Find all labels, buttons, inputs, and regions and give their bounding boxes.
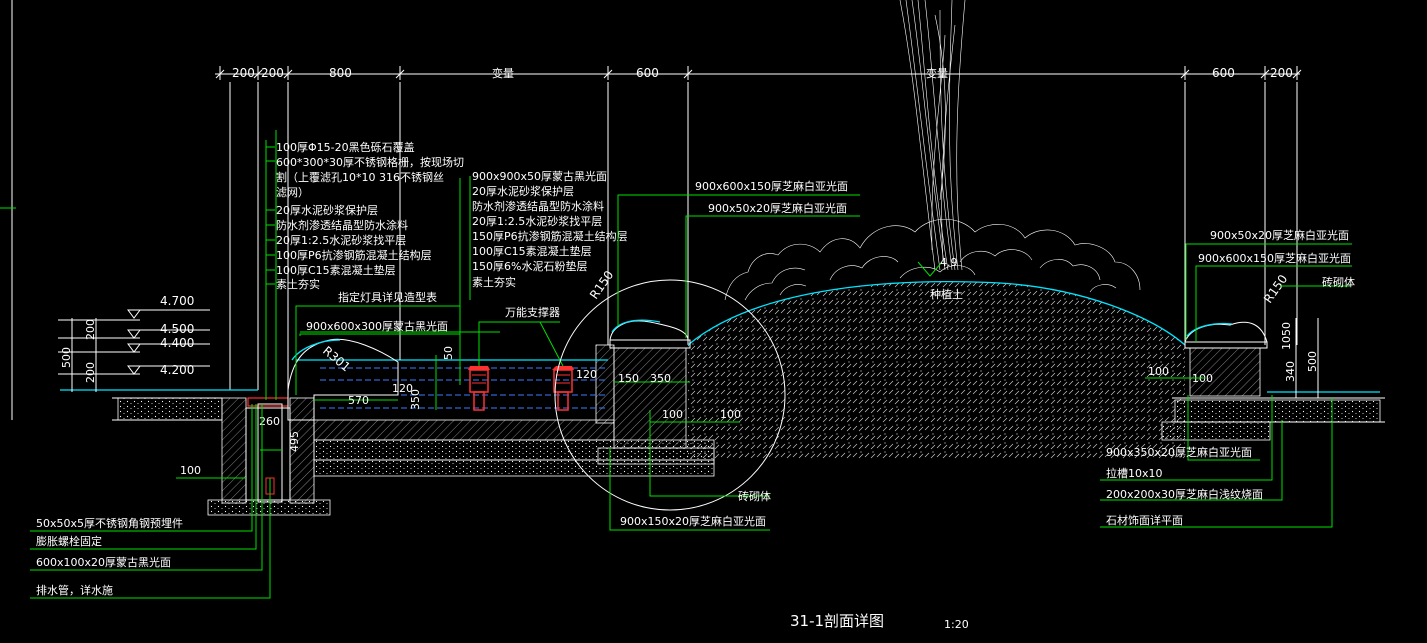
masonry-label-center: 砖砌体 — [738, 489, 771, 503]
planting-mound: 4.9 种植土 — [687, 256, 1186, 460]
dim-350-wall: 350 — [650, 372, 671, 385]
center-layer-1: 900x900x50厚蒙古黑光面 — [472, 169, 607, 183]
pedestal-leaders — [478, 321, 564, 367]
dim-150: 150 — [618, 372, 639, 385]
vdim-500: 500 — [60, 347, 73, 368]
left-ground: 4.700 4.500 4.400 4.200 500 200 200 — [58, 294, 258, 421]
wall-cap-labels: 900x600x150厚芝麻白亚光面 900x50x20厚芝麻白亚光面 — [617, 179, 860, 338]
left-layer-6: 防水剂渗透结晶型防水涂料 — [276, 218, 408, 232]
dim-100-left: 100 — [180, 464, 201, 477]
dim-100-wall-b: 100 — [720, 408, 741, 421]
far-right-note-3: 200x200x30厚芝麻白浅纹烧面 — [1106, 487, 1263, 501]
dim-600-b: 600 — [1212, 66, 1235, 80]
dim-variable-a: 变量 — [492, 66, 514, 80]
dim-570: 570 — [348, 394, 369, 407]
far-right-masonry: 砖砌体 — [1322, 275, 1355, 289]
elevation-4-400: 4.400 — [160, 336, 194, 350]
wall-face-label: 900x50x20厚芝麻白亚光面 — [708, 201, 847, 215]
vdim-340: 340 — [1284, 361, 1297, 382]
mound-soil-label: 种植土 — [930, 287, 963, 301]
radius-r301: R301 — [320, 344, 353, 375]
tree-trunk — [899, 0, 966, 271]
drawing-scale: 1:20 — [944, 618, 969, 631]
bottom-note-2: 膨胀螺栓固定 — [36, 534, 102, 548]
center-layer-4: 20厚1:2.5水泥砂浆找平层 — [472, 214, 602, 228]
left-layer-5: 20厚水泥砂浆保护层 — [276, 203, 378, 217]
dim-800: 800 — [329, 66, 352, 80]
dim-120-a: 120 — [392, 382, 413, 395]
vdim-200-b: 200 — [84, 362, 97, 383]
left-layer-9: 100厚C15素混凝土垫层 — [276, 263, 396, 277]
drain-channel: 260 495 100 — [176, 397, 331, 518]
far-right-cap-label: 900x600x150厚芝麻白亚光面 — [1198, 251, 1351, 265]
dim-495: 495 — [288, 431, 301, 452]
shrub-mass — [724, 219, 1141, 301]
bottom-note-1: 50x50x5厚不锈钢角钢预埋件 — [36, 517, 183, 530]
far-right-note-1: 900x350x20厚芝麻白亚光面 — [1106, 445, 1252, 459]
center-layer-8: 素土夯实 — [472, 275, 516, 289]
bottom-note-4: 排水管，详水施 — [36, 583, 113, 597]
dim-100-right-a: 100 — [1148, 365, 1169, 378]
left-layer-8: 100厚P6抗渗钢筋混凝土结构层 — [276, 248, 432, 262]
wall-base-label: 900x150x20厚芝麻白亚光面 — [620, 514, 766, 528]
drawing-title-text: 31-1剖面详图 — [790, 612, 884, 630]
dim-200-b: 200 — [261, 66, 284, 80]
dim-120-b: 120 — [576, 368, 597, 381]
dim-200-c: 200 — [1270, 66, 1293, 80]
far-right-note-2: 拉槽10x10 — [1106, 466, 1163, 480]
elevation-4-200: 4.200 — [160, 363, 194, 377]
vdim-200-a: 200 — [84, 319, 97, 340]
elevation-4-700: 4.700 — [160, 294, 194, 308]
center-layer-6: 100厚C15素混凝土垫层 — [472, 244, 592, 258]
radius-r150-left: R150 — [587, 268, 616, 302]
coping-label: 900x600x300厚蒙古黑光面 — [299, 319, 460, 336]
adjustable-pedestal-1 — [468, 366, 490, 411]
wall-cap-label: 900x600x150厚芝麻白亚光面 — [695, 179, 848, 193]
left-layer-3: 割（上覆滤孔10*10 316不锈钢丝 — [276, 170, 444, 184]
lamp-note: 指定灯具详见造型表 — [295, 290, 460, 395]
bottom-note-3: 600x100x20厚蒙古黑光面 — [36, 555, 171, 569]
pedestal-label: 万能支撑器 — [505, 305, 560, 319]
dim-600-a: 600 — [636, 66, 659, 80]
left-layer-1: 100厚Φ15-20黑色砾石覆盖 — [276, 140, 415, 154]
left-layer-4: 滤网） — [276, 186, 309, 199]
drawing-title: 31-1剖面详图 1:20 — [790, 612, 969, 631]
far-right-face-label: 900x50x20厚芝麻白亚光面 — [1210, 228, 1349, 242]
center-layer-5: 150厚P6抗渗钢筋混凝土结构层 — [472, 229, 628, 243]
center-layer-2: 20厚水泥砂浆保护层 — [472, 184, 574, 198]
far-right-note-4: 石材饰面详平面 — [1106, 513, 1183, 527]
coping-label-text: 900x600x300厚蒙古黑光面 — [306, 319, 448, 333]
far-right-callouts: 900x50x20厚芝麻白亚光面 900x600x150厚芝麻白亚光面 砖砌体 … — [1100, 228, 1355, 528]
dim-200-a: 200 — [232, 66, 255, 80]
dim-350: 350 — [409, 389, 422, 410]
elevation-4-9: 4.9 — [940, 256, 958, 269]
left-layer-10: 素土夯实 — [276, 277, 320, 291]
left-layer-7: 20厚1:2.5水泥砂浆找平层 — [276, 233, 406, 247]
left-callout: 100厚Φ15-20黑色砾石覆盖 600*300*30厚不锈钢格栅，按现场切 割… — [265, 130, 464, 400]
center-layer-7: 150厚6%水泥石粉垫层 — [472, 259, 587, 273]
dim-variable-b: 变量 — [926, 66, 948, 80]
bottom-left-callouts: 50x50x5厚不锈钢角钢预埋件 膨胀螺栓固定 600x100x20厚蒙古黑光面… — [30, 404, 271, 599]
lamp-note-text: 指定灯具详见造型表 — [338, 290, 437, 304]
dim-100-wall-a: 100 — [662, 408, 683, 421]
dim-50: 50 — [442, 346, 455, 360]
frame-edge — [0, 0, 16, 420]
elevation-4-500: 4.500 — [160, 322, 194, 336]
center-callout: 900x900x50厚蒙古黑光面 20厚水泥砂浆保护层 防水剂渗透结晶型防水涂料… — [459, 169, 628, 385]
dim-260: 260 — [259, 415, 280, 428]
wall-base-labels: 砖砌体 900x150x20厚芝麻白亚光面 — [609, 410, 771, 531]
vdim-500-right: 500 — [1306, 351, 1319, 372]
left-layer-2: 600*300*30厚不锈钢格栅，按现场切 — [276, 155, 464, 169]
vdim-1050: 1050 — [1280, 322, 1293, 350]
center-layer-3: 防水剂渗透结晶型防水涂料 — [472, 199, 604, 213]
